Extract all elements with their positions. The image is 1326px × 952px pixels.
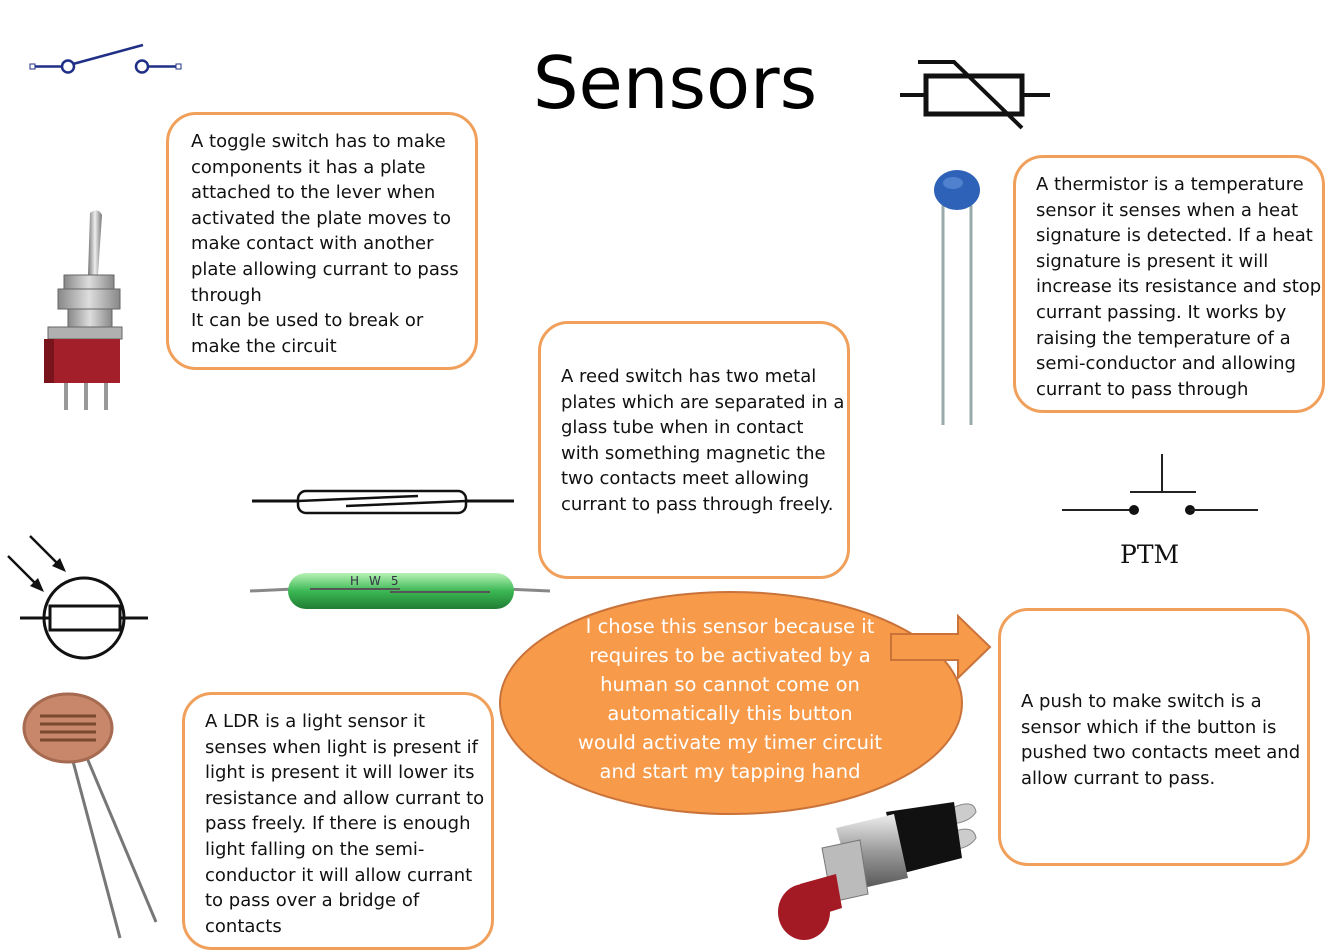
page-title: Sensors [532, 41, 818, 125]
callout-line: and start my tapping hand [599, 760, 861, 783]
ptm-textbox: A push to make switch is a sensor which … [998, 608, 1310, 866]
push-button-photo [778, 802, 977, 940]
thermistor-description: A thermistor is a temperature sensor it … [1036, 174, 1322, 400]
toggle-switch-textbox: A toggle switch has to make components i… [166, 112, 478, 370]
callout-text: I chose this sensor because it requires … [562, 612, 898, 786]
choice-callout: I chose this sensor because it requires … [498, 590, 964, 816]
reed-switch-textbox: A reed switch has two metal plates which… [538, 321, 850, 579]
ldr-symbol-icon [7, 535, 148, 660]
reed-switch-symbol-icon [252, 489, 514, 515]
svg-text:HW5: HW5 [350, 574, 409, 588]
toggle-switch-description: A toggle switch has to make components i… [191, 131, 459, 357]
switch-symbol-icon [29, 43, 182, 74]
reed-switch-description: A reed switch has two metal plates which… [561, 366, 845, 515]
thermistor-photo [934, 170, 980, 425]
thermistor-symbol-icon [900, 60, 1050, 130]
ldr-textbox: A LDR is a light sensor it senses when l… [182, 692, 494, 950]
callout-line: human so cannot come on [600, 673, 860, 696]
callout-line: would activate my timer circuit [577, 731, 883, 754]
ldr-photo [22, 692, 158, 939]
thermistor-textbox: A thermistor is a temperature sensor it … [1013, 155, 1325, 413]
callout-line: requires to be activated by a [589, 644, 871, 667]
callout-ellipse-shape [499, 591, 963, 815]
toggle-switch-photo [44, 210, 123, 410]
reed-switch-photo: HW5 [250, 573, 551, 609]
ptm-description: A push to make switch is a sensor which … [1021, 691, 1301, 789]
ptm-label: PTM [1120, 540, 1180, 569]
callout-line: automatically this button [607, 702, 853, 725]
arrow-icon [890, 613, 992, 681]
ptm-symbol-icon [1062, 454, 1258, 515]
callout-line: I chose this sensor because it [585, 615, 875, 638]
ldr-description: A LDR is a light sensor it senses when l… [205, 711, 485, 937]
